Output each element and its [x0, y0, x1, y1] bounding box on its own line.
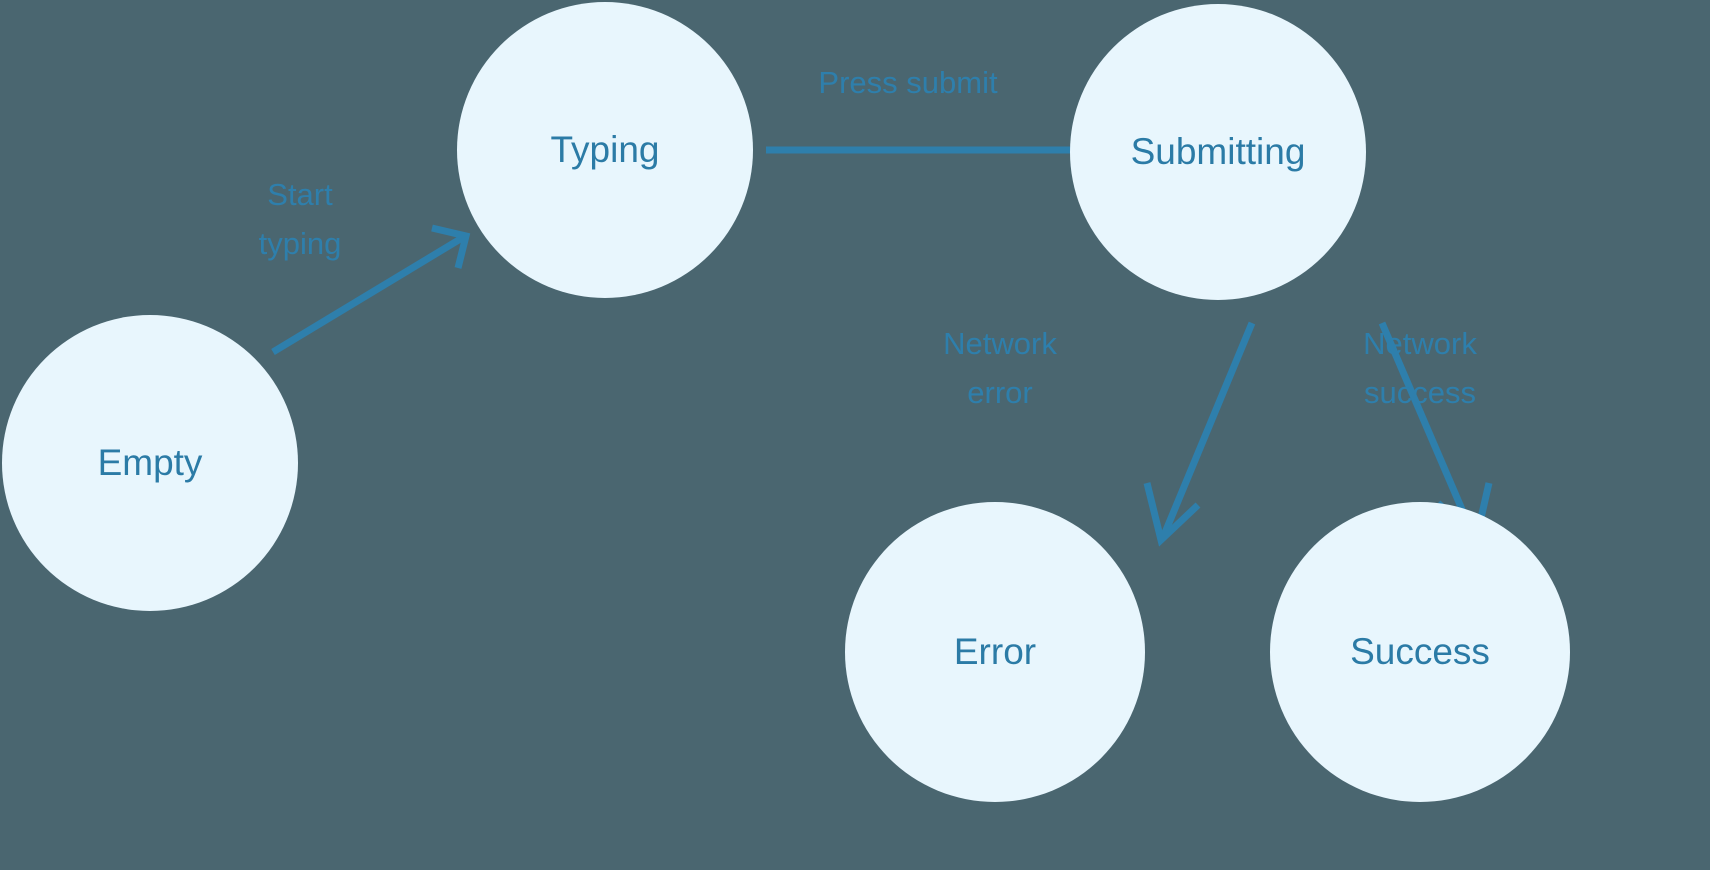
- edge-line-submitting-to-error: [1160, 321, 1256, 537]
- node-typing-circle[interactable]: [457, 2, 753, 298]
- edge-label-typing-to-submitting: Press submit: [818, 65, 998, 100]
- edge-label-network-error-line2: error: [967, 375, 1032, 410]
- edge-line-empty-to-typing: [271, 235, 464, 355]
- arrowhead-empty-to-typing: [431, 224, 471, 269]
- edge-label-start-typing-line2: typing: [259, 226, 342, 261]
- node-error[interactable]: Error: [845, 502, 1145, 802]
- edge-submitting-to-error: [1143, 321, 1256, 547]
- node-success-label: Success: [1350, 631, 1490, 672]
- node-submitting-label: Submitting: [1131, 131, 1306, 172]
- edge-line-submitting-to-success: [1378, 321, 1477, 537]
- edge-label-network-success-line2: success: [1364, 375, 1476, 410]
- edge-label-network-success-line1: Network: [1363, 326, 1477, 361]
- node-error-circle[interactable]: [845, 502, 1145, 802]
- edge-empty-to-typing: [271, 224, 471, 355]
- edge-label-submitting-to-error: Network error: [943, 326, 1057, 410]
- edge-label-press-submit-line1: Press submit: [818, 65, 998, 100]
- node-submitting[interactable]: Submitting: [1070, 4, 1366, 300]
- node-empty-label: Empty: [98, 442, 203, 483]
- node-submitting-circle[interactable]: [1070, 4, 1366, 300]
- node-success[interactable]: Success: [1270, 502, 1570, 802]
- edge-label-start-typing-line1: Start: [267, 177, 333, 212]
- arrowhead-submitting-to-error: [1143, 482, 1201, 547]
- edge-label-empty-to-typing: Start typing: [259, 177, 342, 261]
- edge-label-network-error-line1: Network: [943, 326, 1057, 361]
- node-typing-label: Typing: [550, 129, 659, 170]
- node-empty-circle[interactable]: [2, 315, 298, 611]
- edge-label-submitting-to-success: Network success: [1363, 326, 1477, 410]
- node-typing[interactable]: Typing: [457, 2, 753, 298]
- node-error-label: Error: [954, 631, 1036, 672]
- node-empty[interactable]: Empty: [2, 315, 298, 611]
- node-success-circle[interactable]: [1270, 502, 1570, 802]
